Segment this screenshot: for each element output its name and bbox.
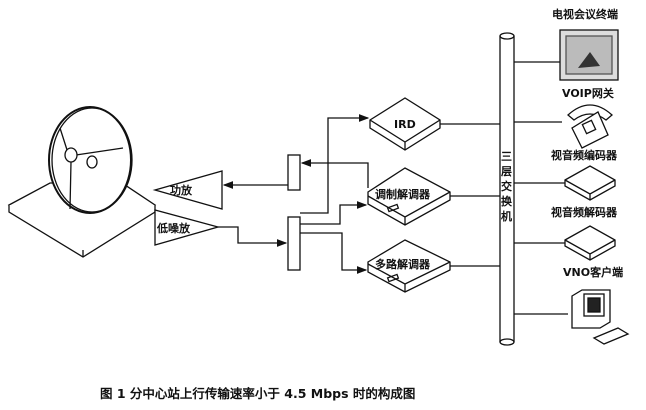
svg-text:换: 换 bbox=[501, 194, 513, 208]
multi-demod-device bbox=[367, 239, 451, 293]
voip-phone-icon bbox=[567, 104, 613, 149]
modem-label: 调制解调器 bbox=[375, 187, 431, 201]
video-conference-terminal-icon bbox=[559, 29, 619, 81]
switch-label: 三 层 交 换 机 bbox=[500, 150, 513, 223]
lna-triangle bbox=[154, 209, 221, 246]
decoder-device bbox=[564, 225, 616, 261]
layer3-switch-bus bbox=[499, 32, 515, 346]
modem-device bbox=[367, 167, 451, 226]
ird-label: IRD bbox=[394, 118, 416, 131]
splitter-box-bottom bbox=[287, 216, 301, 271]
multi-demod-label: 多路解调器 bbox=[375, 257, 431, 271]
splitter-box-top bbox=[287, 154, 301, 191]
lna-label: 低噪放 bbox=[156, 221, 191, 235]
figure-caption: 图 1 分中心站上行传输速率小于 4.5 Mbps 时的构成图 bbox=[100, 386, 415, 401]
vno-client-computer-icon bbox=[571, 289, 630, 345]
svg-text:层: 层 bbox=[500, 165, 512, 178]
video-conf-label: 电视会议终端 bbox=[552, 7, 618, 21]
svg-text:机: 机 bbox=[501, 209, 512, 223]
vno-label: VNO客户端 bbox=[563, 265, 623, 279]
voip-label: VOIP网关 bbox=[562, 86, 614, 100]
power-amp-triangle bbox=[152, 170, 223, 210]
encoder-label: 视音频编码器 bbox=[551, 148, 618, 162]
encoder-device bbox=[564, 165, 616, 201]
satellite-dish-icon bbox=[7, 106, 157, 258]
svg-text:三: 三 bbox=[501, 150, 512, 163]
decoder-label: 视音频解码器 bbox=[551, 205, 618, 219]
power-amp-label: 功放 bbox=[170, 183, 193, 197]
ird-device bbox=[369, 97, 441, 151]
svg-text:交: 交 bbox=[501, 179, 512, 193]
